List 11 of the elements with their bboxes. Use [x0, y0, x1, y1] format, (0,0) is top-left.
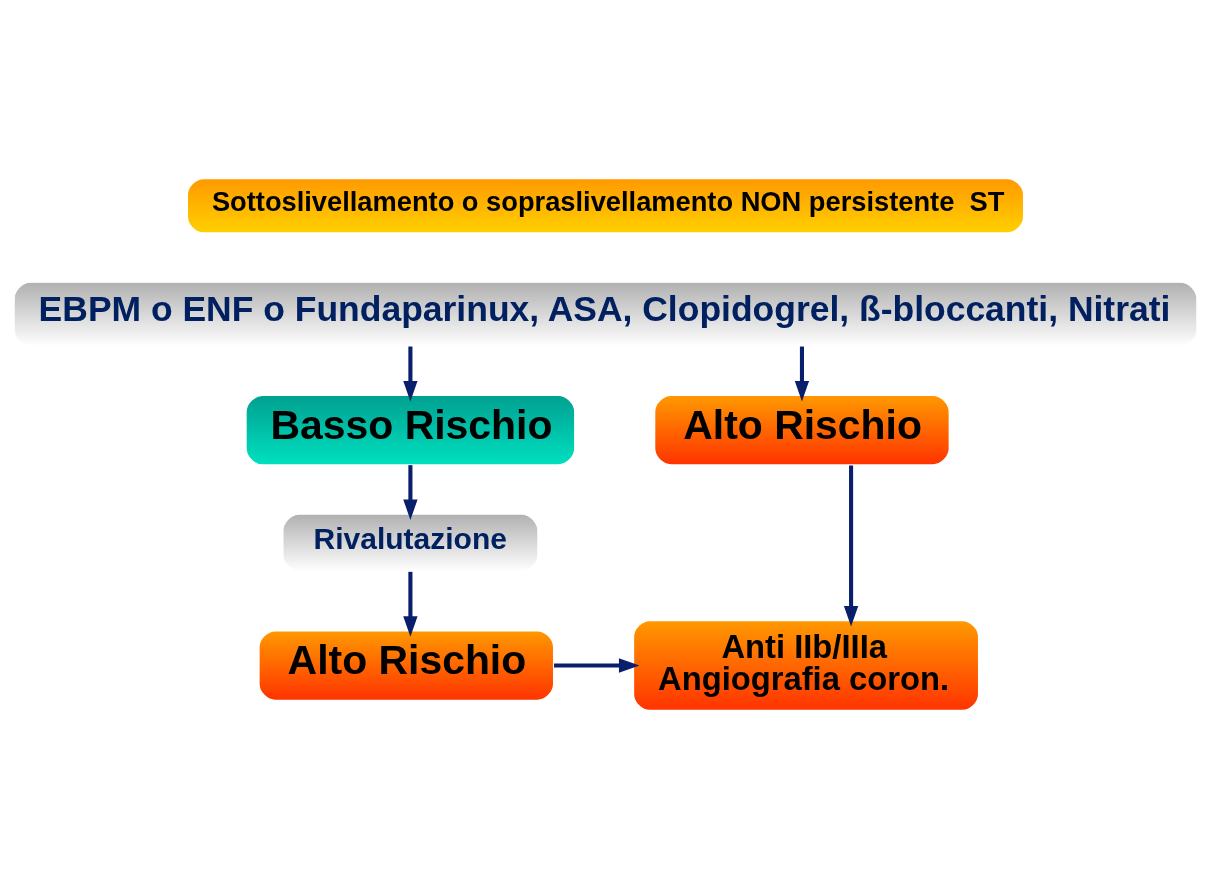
- arrow: [403, 346, 418, 401]
- node-box: Sottoslivellamento o sopraslivellamento NON persistente ST: [186, 177, 1025, 234]
- node-box: Basso Rischio: [245, 394, 576, 466]
- arrow: [843, 464, 859, 627]
- node-box: Anti IIb/IIIa Angiografia coron.: [632, 619, 980, 711]
- arrow: [403, 571, 418, 637]
- arrow: [554, 657, 640, 673]
- node-box: Alto Rischio: [258, 629, 555, 701]
- arrow: [794, 346, 810, 401]
- arrow: [403, 464, 418, 520]
- node-box: Alto Rischio: [653, 394, 950, 466]
